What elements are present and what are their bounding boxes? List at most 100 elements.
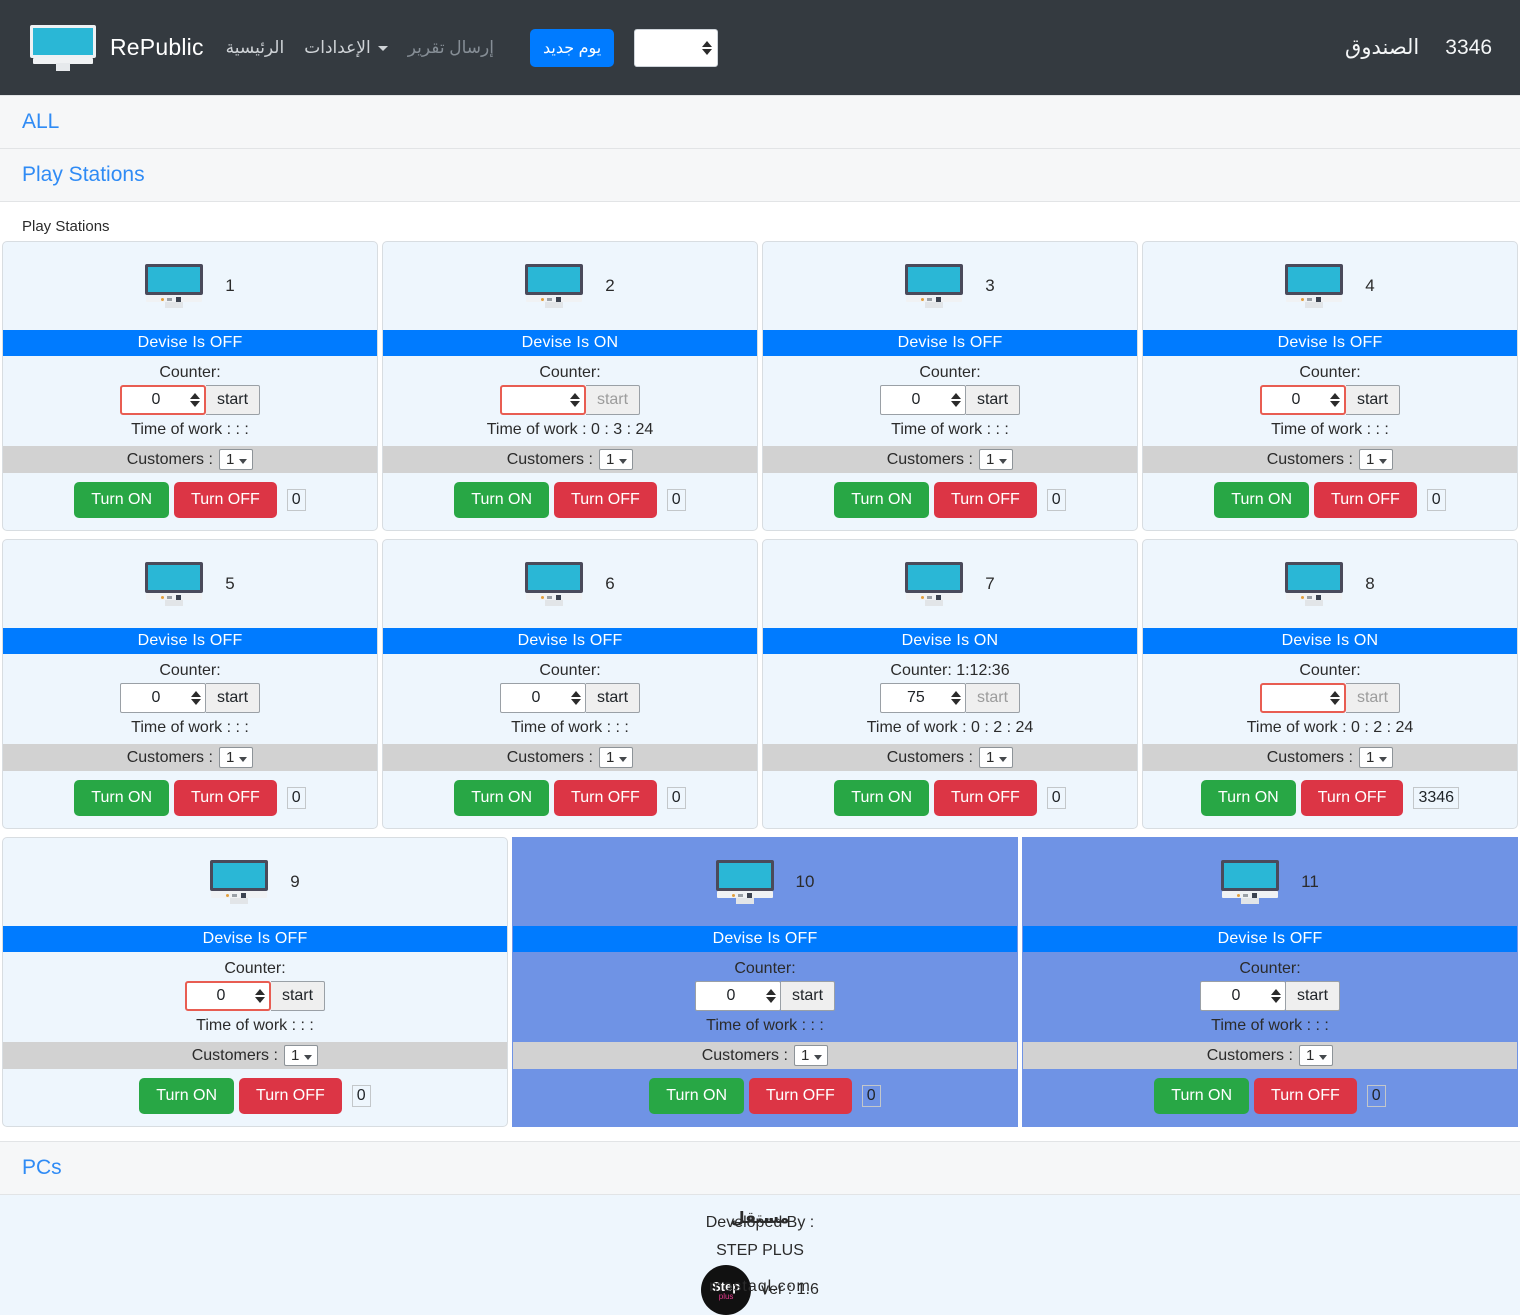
new-day-button[interactable]: يوم جديد [530, 28, 615, 67]
counter-label: Counter: [1299, 364, 1361, 381]
device-card-header: 7 [763, 540, 1137, 628]
customers-label: Customers : [1206, 1046, 1293, 1064]
start-button[interactable]: start [585, 385, 641, 415]
price-display: 0 [1046, 489, 1066, 511]
turn-on-button[interactable]: Turn ON [74, 482, 170, 518]
turn-on-button[interactable]: Turn ON [834, 780, 930, 816]
nav-link-send-report[interactable]: إرسال تقرير [407, 37, 494, 57]
navbar-number-input[interactable] [634, 28, 719, 67]
turn-on-button[interactable]: Turn ON [649, 1078, 745, 1114]
counter-input[interactable] [499, 385, 586, 415]
accordion-header-play-stations[interactable]: Play Stations [0, 149, 1520, 202]
counter-input[interactable]: 0 [184, 981, 271, 1011]
spinner-icon[interactable] [702, 40, 713, 55]
start-button[interactable]: start [205, 385, 261, 415]
customers-select[interactable]: 1 [218, 449, 254, 470]
start-button[interactable]: start [585, 683, 641, 713]
spinner-icon[interactable] [254, 989, 265, 1003]
turn-off-button[interactable]: Turn OFF [554, 482, 657, 518]
turn-off-button[interactable]: Turn OFF [1314, 482, 1417, 518]
spinner-icon[interactable] [570, 691, 581, 705]
turn-off-button[interactable]: Turn OFF [1300, 780, 1404, 816]
turn-on-button[interactable]: Turn ON [1214, 482, 1310, 518]
time-of-work: Time of work : : : [706, 1017, 824, 1034]
customers-select[interactable]: 1 [1358, 747, 1394, 768]
start-button[interactable]: start [780, 981, 836, 1011]
customers-select[interactable]: 1 [598, 449, 634, 470]
spinner-icon[interactable] [765, 989, 776, 1003]
spinner-icon[interactable] [950, 393, 961, 407]
start-button[interactable]: start [965, 385, 1021, 415]
counter-input[interactable]: 0 [1259, 385, 1346, 415]
brand[interactable]: RePublic [30, 24, 204, 71]
counter-input[interactable]: 0 [119, 683, 206, 713]
customers-select[interactable]: 1 [978, 449, 1014, 470]
customers-select[interactable]: 1 [283, 1045, 319, 1066]
turn-on-button[interactable]: Turn ON [1154, 1078, 1250, 1114]
customers-row: Customers :1 [1143, 446, 1517, 473]
turn-off-button[interactable]: Turn OFF [934, 780, 1037, 816]
counter-input[interactable]: 0 [499, 683, 586, 713]
start-button[interactable]: start [1345, 683, 1401, 713]
start-button[interactable]: start [965, 683, 1021, 713]
start-button[interactable]: start [1285, 981, 1341, 1011]
accordion-header-all[interactable]: ALL [0, 95, 1520, 149]
device-number: 6 [605, 574, 615, 593]
spinner-icon[interactable] [1329, 393, 1340, 407]
spinner-icon[interactable] [950, 691, 961, 705]
start-button[interactable]: start [205, 683, 261, 713]
turn-off-button[interactable]: Turn OFF [554, 780, 657, 816]
turn-on-button[interactable]: Turn ON [834, 482, 930, 518]
turn-off-button[interactable]: Turn OFF [749, 1078, 852, 1114]
customers-select[interactable]: 1 [1358, 449, 1394, 470]
turn-off-button[interactable]: Turn OFF [934, 482, 1037, 518]
company-name: STEP PLUS [716, 1242, 804, 1259]
nav-link-settings[interactable]: الإعدادات [304, 38, 388, 58]
counter-input[interactable]: 75 [879, 683, 966, 713]
customers-select[interactable]: 1 [1298, 1045, 1334, 1066]
nav-links: الرئيسية الإعدادات إرسال تقرير يوم جديد [225, 28, 719, 67]
counter-input[interactable]: 0 [119, 385, 206, 415]
turn-off-button[interactable]: Turn OFF [174, 482, 277, 518]
counter-input[interactable]: 0 [1199, 981, 1286, 1011]
turn-on-button[interactable]: Turn ON [454, 482, 550, 518]
accordion-header-pcs[interactable]: PCs [0, 1141, 1520, 1195]
spinner-icon[interactable] [189, 393, 200, 407]
turn-on-button[interactable]: Turn ON [74, 780, 170, 816]
turn-off-button[interactable]: Turn OFF [174, 780, 277, 816]
spinner-icon[interactable] [569, 393, 580, 407]
customers-select[interactable]: 1 [218, 747, 254, 768]
turn-on-button[interactable]: Turn ON [454, 780, 550, 816]
monitor-icon [905, 264, 964, 308]
turn-on-button[interactable]: Turn ON [1200, 780, 1296, 816]
customers-select[interactable]: 1 [598, 747, 634, 768]
device-card-header: 10 [513, 838, 1017, 926]
spinner-icon[interactable] [1329, 691, 1340, 705]
customers-select[interactable]: 1 [793, 1045, 829, 1066]
spinner-icon[interactable] [190, 691, 201, 705]
start-button[interactable]: start [1345, 385, 1401, 415]
customers-row: Customers :1 [383, 744, 757, 771]
nav-link-home[interactable]: الرئيسية [225, 37, 285, 57]
turn-on-button[interactable]: Turn ON [139, 1078, 235, 1114]
spinner-icon[interactable] [1270, 989, 1281, 1003]
start-button[interactable]: start [270, 981, 326, 1011]
counter-input[interactable]: 0 [879, 385, 966, 415]
turn-off-button[interactable]: Turn OFF [239, 1078, 342, 1114]
turn-off-button[interactable]: Turn OFF [1254, 1078, 1357, 1114]
counter-input[interactable] [1259, 683, 1346, 713]
customers-select[interactable]: 1 [978, 747, 1014, 768]
counter-input[interactable]: 0 [694, 981, 781, 1011]
